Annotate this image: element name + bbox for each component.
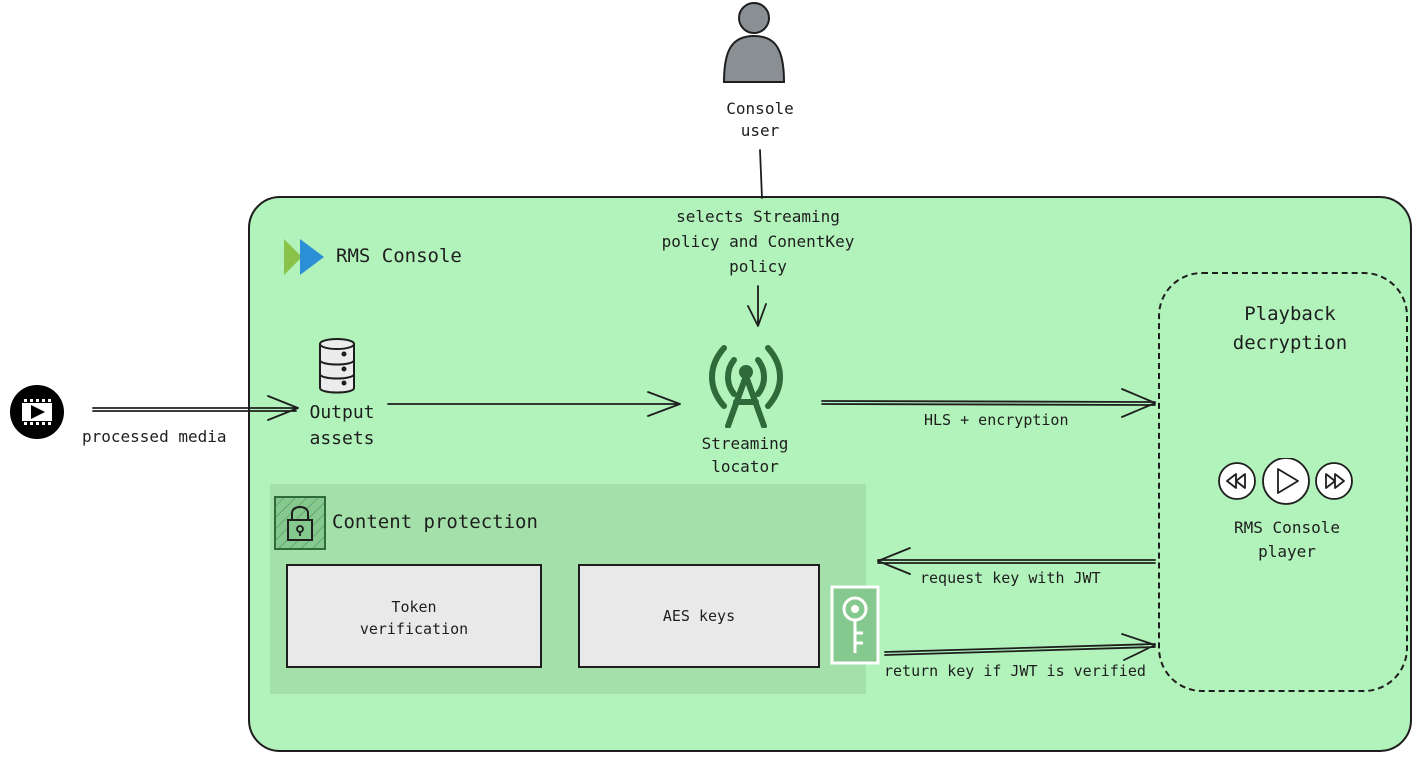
output-assets-label: Output assets bbox=[290, 400, 394, 452]
antenna-icon bbox=[709, 345, 783, 428]
selection-line3: policy bbox=[729, 257, 787, 276]
request-key-arrow bbox=[877, 547, 1156, 575]
user-label-line2: user bbox=[740, 121, 780, 140]
lock-icon bbox=[274, 496, 326, 550]
selection-label: selects Streaming policy and ConentKey p… bbox=[638, 204, 878, 279]
streaming-locator-line1: Streaming bbox=[701, 434, 789, 453]
output-assets-line2: assets bbox=[309, 428, 375, 449]
streaming-locator-line2: locator bbox=[711, 457, 779, 476]
streaming-locator-label: Streaming locator bbox=[680, 432, 810, 478]
player-label: RMS Console player bbox=[1214, 516, 1360, 564]
assets-to-locator-arrow bbox=[387, 391, 681, 417]
aes-keys-label: AES keys bbox=[662, 607, 736, 625]
playback-title: Playback decryption bbox=[1220, 300, 1360, 358]
selection-arrow bbox=[747, 285, 767, 327]
rms-logo-icon bbox=[284, 239, 324, 275]
return-key-arrow bbox=[884, 633, 1156, 661]
hls-arrow bbox=[821, 388, 1156, 418]
aes-keys-box: AES keys bbox=[578, 564, 820, 668]
player-controls bbox=[1218, 458, 1353, 505]
database-icon bbox=[319, 338, 355, 394]
token-verification-line2: verification bbox=[359, 620, 469, 638]
output-assets-line1: Output bbox=[309, 402, 375, 423]
user-icon bbox=[722, 2, 786, 83]
player-label-line2: player bbox=[1258, 542, 1316, 561]
content-protection-title: Content protection bbox=[332, 511, 538, 533]
playback-decryption-region bbox=[1158, 272, 1408, 692]
return-key-label: return key if JWT is verified bbox=[884, 662, 1146, 680]
token-verification-box: Token verification bbox=[286, 564, 542, 668]
user-connector-line bbox=[759, 149, 763, 199]
play-icon bbox=[1262, 458, 1310, 505]
media-to-assets-arrow bbox=[92, 395, 299, 421]
rms-console-title: RMS Console bbox=[336, 245, 462, 267]
hls-label: HLS + encryption bbox=[924, 411, 1069, 429]
request-key-label: request key with JWT bbox=[920, 569, 1101, 587]
key-icon bbox=[830, 585, 880, 665]
selection-line1: selects Streaming bbox=[676, 207, 840, 226]
video-file-icon bbox=[10, 385, 64, 439]
token-verification-line1: Token bbox=[391, 598, 437, 616]
player-label-line1: RMS Console bbox=[1234, 518, 1340, 537]
selection-line2: policy and ConentKey bbox=[661, 232, 855, 251]
token-verification-label: Token verification bbox=[288, 596, 540, 640]
processed-media-label: processed media bbox=[82, 427, 227, 446]
user-label: Console user bbox=[700, 98, 820, 142]
playback-title-line2: decryption bbox=[1232, 332, 1348, 354]
playback-title-line1: Playback bbox=[1244, 303, 1336, 325]
user-label-line1: Console bbox=[726, 99, 794, 118]
